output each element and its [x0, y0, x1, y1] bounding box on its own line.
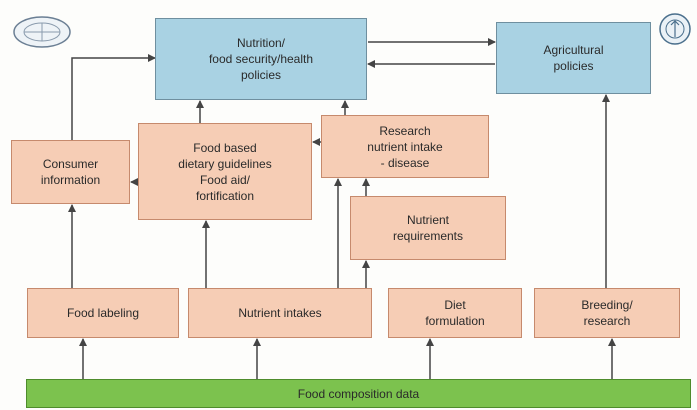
- node-food-based-guidelines: Food based dietary guidelines Food aid/ …: [138, 123, 312, 220]
- node-label: Research nutrient intake - disease: [367, 123, 443, 170]
- node-nutrition-policies: Nutrition/ food security/health policies: [155, 18, 367, 100]
- node-label: Food labeling: [66, 306, 140, 320]
- node-label: Nutrition/ food security/health policies: [208, 36, 314, 82]
- node-label: Breeding/ research: [581, 298, 633, 328]
- institutional-seal-logo: [13, 16, 71, 48]
- node-label: Nutrient requirements: [392, 213, 464, 243]
- fao-logo: [659, 13, 691, 45]
- node-food-labeling: Food labeling: [27, 288, 179, 338]
- node-nutrient-requirements: Nutrient requirements: [350, 196, 506, 260]
- node-label: Food based dietary guidelines Food aid/ …: [178, 140, 272, 203]
- node-research: Research nutrient intake - disease: [321, 115, 489, 178]
- node-breeding-research: Breeding/ research: [534, 288, 680, 338]
- node-label: Food composition data: [297, 386, 420, 401]
- node-consumer-information: Consumer information: [11, 140, 130, 204]
- node-label: Nutrient intakes: [238, 306, 322, 320]
- node-agricultural-policies: Agricultural policies: [496, 22, 651, 94]
- node-diet-formulation: Diet formulation: [388, 288, 522, 338]
- node-food-composition-data: Food composition data: [26, 379, 691, 408]
- node-label: Diet formulation: [425, 298, 485, 328]
- node-label: Agricultural policies: [543, 43, 604, 73]
- node-label: Consumer information: [40, 157, 101, 187]
- node-nutrient-intakes: Nutrient intakes: [188, 288, 372, 338]
